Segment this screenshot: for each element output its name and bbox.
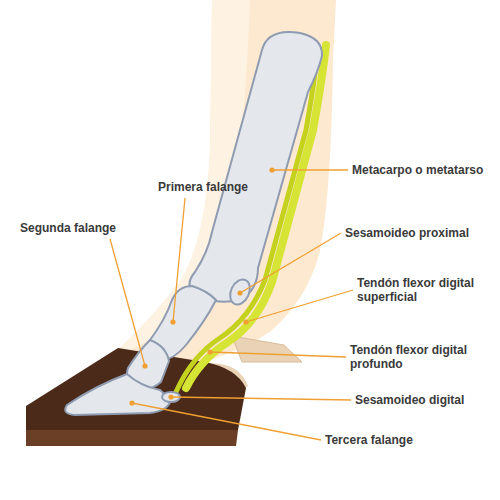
leader-dot — [129, 400, 134, 405]
leader-line — [240, 233, 341, 293]
leader-line — [132, 403, 321, 440]
part-label: Sesamoideo proximal — [345, 226, 469, 240]
third-phalanx — [65, 374, 171, 415]
leader-line — [171, 397, 351, 400]
part-label: Tercera falange — [325, 433, 413, 447]
part-label: Tendón flexor digital superficial — [357, 276, 492, 304]
leader-dot — [168, 394, 173, 399]
leader-line — [272, 169, 348, 170]
fetlock-ergot — [232, 336, 302, 362]
leader-line — [173, 198, 185, 322]
part-label: Segunda falange — [20, 221, 116, 235]
leader-dot — [243, 319, 248, 324]
leader-dot — [170, 319, 175, 324]
leader-dot — [142, 363, 147, 368]
leader-dot — [237, 290, 242, 295]
leader-dot — [207, 349, 212, 354]
part-label: Primera falange — [158, 180, 248, 194]
cannon-bone — [190, 32, 323, 302]
part-label: Metacarpo o metatarso — [352, 163, 483, 177]
part-label: Sesamoideo digital — [355, 393, 464, 407]
leader-line — [210, 352, 346, 357]
leader-dot — [269, 167, 274, 172]
part-label: Tendón flexor digital profundo — [350, 343, 485, 371]
hoof-sole — [26, 430, 238, 446]
proximal-sesamoid — [226, 276, 253, 307]
leader-line — [110, 239, 145, 366]
leader-line — [246, 290, 353, 322]
